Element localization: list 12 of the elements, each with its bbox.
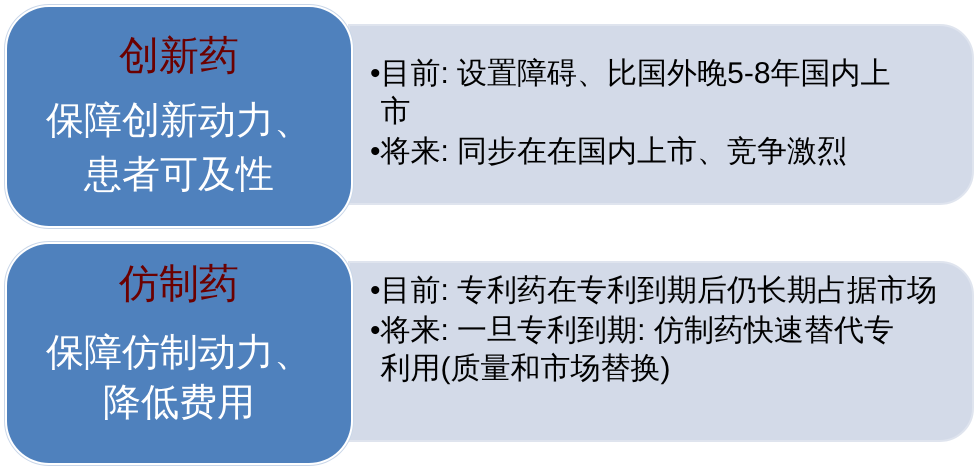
info-panel	[348, 261, 974, 442]
box-heading: 仿制药	[119, 261, 239, 307]
box-text: 保障仿制动力、降低费用	[45, 331, 313, 426]
category-box	[5, 5, 353, 228]
bullet-text: •将来: 同步在在国内上市、竞争激烈	[370, 134, 848, 170]
info-panel	[348, 24, 974, 205]
category-box	[5, 242, 353, 465]
bullet-text: •目前: 设置障碍、比国外晚5-8年国内上市	[370, 56, 892, 130]
box-text: 保障创新动力、患者可及性	[45, 99, 313, 198]
bullet-text: •将来: 一旦专利到期: 仿制药快速替代专利用(质量和市场替换)	[370, 313, 895, 387]
bullet-text: •目前: 专利药在专利到期后仍长期占据市场	[370, 273, 938, 309]
box-heading: 创新药	[119, 33, 239, 79]
